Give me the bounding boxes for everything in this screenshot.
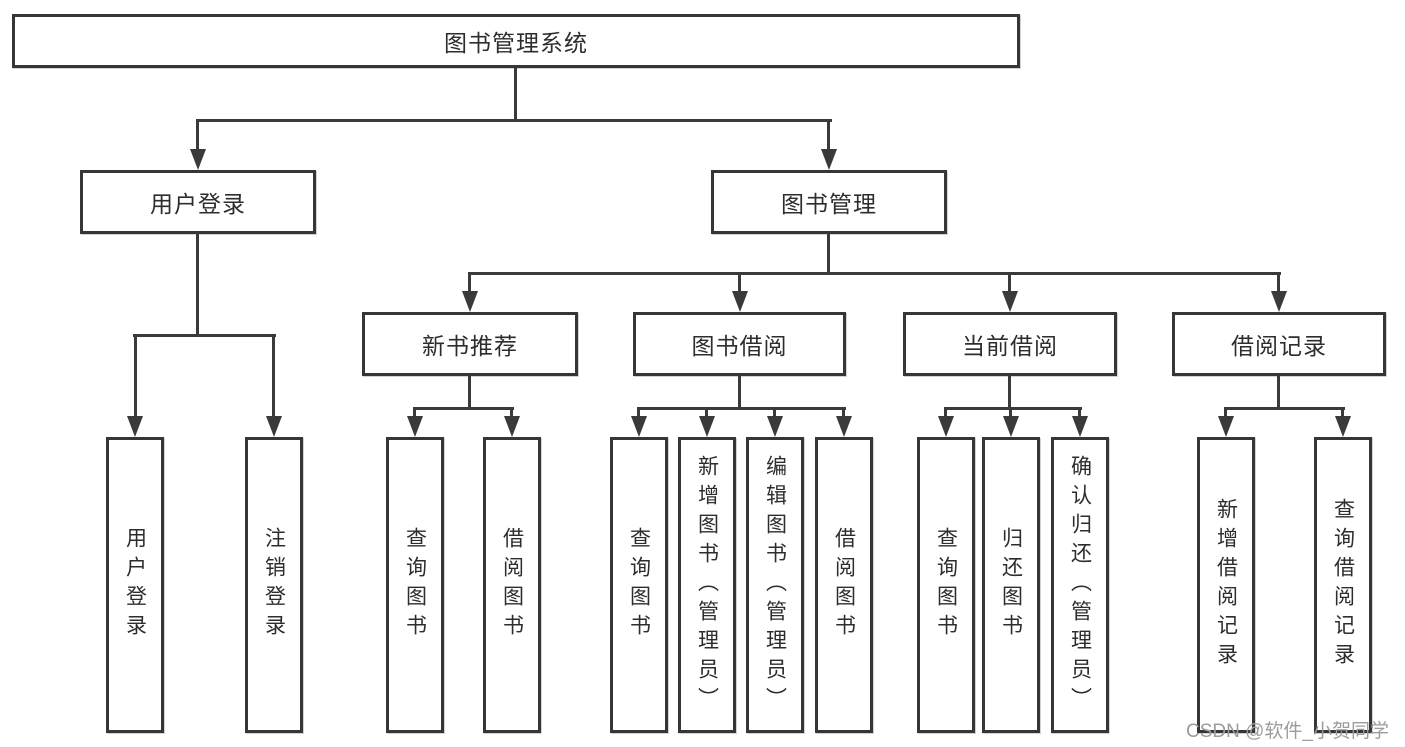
connector-line: [1225, 407, 1345, 410]
connector-line: [637, 407, 640, 419]
connector-line: [133, 334, 276, 337]
connector-line: [827, 233, 830, 274]
leaf-label: 借阅图书: [500, 527, 524, 643]
leaf-label: 新增借阅记录: [1214, 498, 1238, 672]
leaf-cb-return-books: 归还图书: [982, 437, 1040, 733]
connector-line: [944, 407, 947, 419]
leaf-label: 新增图书（管理员）: [695, 454, 719, 716]
node-label: 新书推荐: [422, 333, 518, 359]
leaf-br-add-record: 新增借阅记录: [1197, 437, 1255, 733]
arrow-down-icon: [1335, 416, 1351, 437]
leaf-bb-edit-books-admin: 编辑图书（管理员）: [746, 437, 804, 733]
connector-line: [510, 407, 513, 419]
connector-line: [1008, 272, 1011, 292]
arrow-down-icon: [407, 416, 423, 437]
connector-line: [134, 334, 137, 417]
leaf-label: 查询图书: [934, 527, 958, 643]
connector-line: [945, 407, 1082, 410]
arrow-down-icon: [504, 416, 520, 437]
connector-line: [738, 375, 741, 409]
node-label: 借阅记录: [1231, 333, 1327, 359]
arrow-down-icon: [732, 291, 748, 312]
connector-line: [638, 407, 846, 410]
node-current-borrowing: 当前借阅: [903, 312, 1117, 376]
arrow-down-icon: [1002, 291, 1018, 312]
connector-line: [1224, 407, 1227, 419]
leaf-bb-query-books: 查询图书: [610, 437, 668, 733]
connector-line: [1008, 375, 1011, 409]
leaf-label: 借阅图书: [832, 527, 856, 643]
node-user-login-group: 用户登录: [80, 170, 316, 234]
leaf-label: 确认归还（管理员）: [1068, 454, 1092, 716]
leaf-logout: 注销登录: [245, 437, 303, 733]
connector-line: [827, 119, 830, 151]
leaf-bb-borrow-books: 借阅图书: [815, 437, 873, 733]
arrow-down-icon: [699, 416, 715, 437]
arrow-down-icon: [1072, 416, 1088, 437]
leaf-br-query-record: 查询借阅记录: [1314, 437, 1372, 733]
arrow-down-icon: [767, 416, 783, 437]
node-label: 当前借阅: [962, 333, 1058, 359]
connector-line: [705, 407, 708, 419]
node-book-borrowing: 图书借阅: [633, 312, 846, 376]
leaf-bb-add-books-admin: 新增图书（管理员）: [678, 437, 736, 733]
node-book-management: 图书管理: [711, 170, 947, 234]
connector-line: [468, 272, 471, 292]
connector-line: [1277, 272, 1280, 292]
connector-line: [468, 375, 471, 409]
arrow-down-icon: [1218, 416, 1234, 437]
leaf-nb-borrow-books: 借阅图书: [483, 437, 541, 733]
connector-line: [1277, 375, 1280, 409]
arrow-down-icon: [938, 416, 954, 437]
arrow-down-icon: [1271, 291, 1287, 312]
watermark: CSDN @软件_小贺同学: [1186, 721, 1389, 742]
arrow-down-icon: [190, 149, 206, 170]
leaf-cb-query-books: 查询图书: [917, 437, 975, 733]
leaf-nb-query-books: 查询图书: [386, 437, 444, 733]
leaf-label: 查询借阅记录: [1331, 498, 1355, 672]
leaf-label: 归还图书: [999, 527, 1023, 643]
node-label: 图书管理系统: [444, 30, 588, 56]
connector-line: [738, 272, 741, 292]
connector-line: [196, 119, 199, 151]
connector-line: [196, 119, 832, 122]
node-label: 图书借阅: [691, 333, 788, 359]
connector-line: [414, 407, 514, 410]
arrow-down-icon: [462, 291, 478, 312]
connector-line: [514, 68, 517, 122]
arrow-down-icon: [836, 416, 852, 437]
node-new-book-recommend: 新书推荐: [362, 312, 578, 376]
leaf-label: 编辑图书（管理员）: [763, 454, 787, 716]
connector-line: [1009, 407, 1012, 419]
node-library-system: 图书管理系统: [12, 14, 1020, 68]
node-borrow-records: 借阅记录: [1172, 312, 1386, 376]
connector-line: [1341, 407, 1344, 419]
leaf-label: 注销登录: [262, 527, 286, 643]
connector-line: [469, 272, 1281, 275]
arrow-down-icon: [266, 416, 282, 437]
arrow-down-icon: [821, 149, 837, 170]
node-label: 图书管理: [781, 191, 877, 217]
leaf-label: 查询图书: [403, 527, 427, 643]
arrow-down-icon: [1003, 416, 1019, 437]
leaf-user-login: 用户登录: [106, 437, 164, 733]
connector-line: [413, 407, 416, 419]
connector-line: [773, 407, 776, 419]
connector-line: [1078, 407, 1081, 419]
connector-line: [196, 233, 199, 336]
leaf-cb-confirm-return-admin: 确认归还（管理员）: [1051, 437, 1109, 733]
leaf-label: 查询图书: [627, 527, 651, 643]
node-label: 用户登录: [150, 191, 246, 217]
leaf-label: 用户登录: [123, 527, 147, 643]
connector-line: [272, 334, 275, 417]
arrow-down-icon: [631, 416, 647, 437]
arrow-down-icon: [127, 416, 143, 437]
connector-line: [842, 407, 845, 419]
